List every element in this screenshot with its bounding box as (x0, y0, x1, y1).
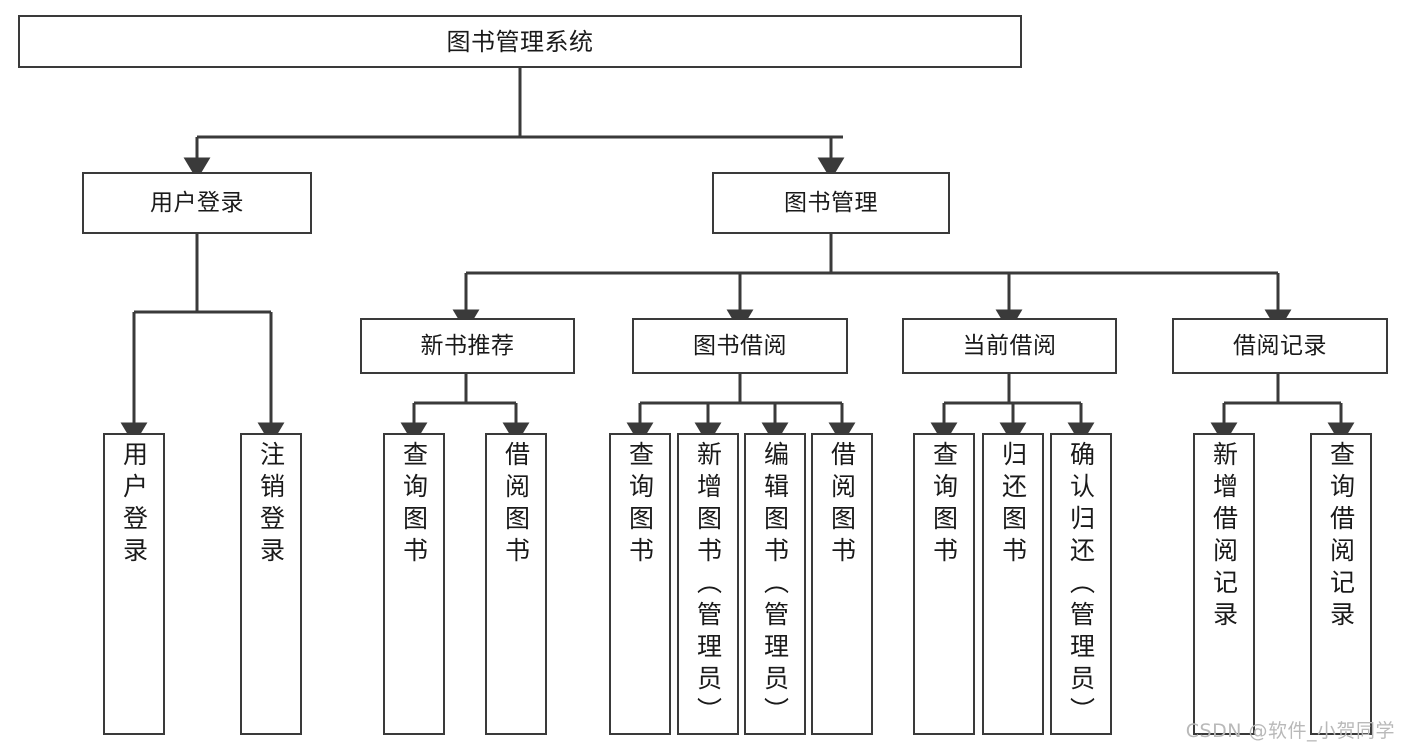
node-leaf-borrow-book-2-label: 借阅图书 (827, 441, 857, 569)
node-leaf-confirm-return[interactable]: 确认归还（管理员） (1050, 433, 1112, 735)
node-current-borrow[interactable]: 当前借阅 (902, 318, 1117, 374)
node-leaf-logout[interactable]: 注销登录 (240, 433, 302, 735)
node-leaf-query-record[interactable]: 查询借阅记录 (1310, 433, 1372, 735)
node-leaf-query-book-1[interactable]: 查询图书 (383, 433, 445, 735)
node-leaf-query-record-label: 查询借阅记录 (1326, 441, 1356, 633)
node-leaf-return-book-label: 归还图书 (998, 441, 1028, 569)
node-user-login-label: 用户登录 (150, 189, 244, 216)
node-leaf-borrow-book-1-label: 借阅图书 (501, 441, 531, 569)
node-leaf-query-book-1-label: 查询图书 (399, 441, 429, 569)
node-leaf-query-book-2-label: 查询图书 (625, 441, 655, 569)
node-book-management-label: 图书管理 (784, 189, 878, 216)
node-leaf-add-book-label: 新增图书（管理员） (693, 441, 723, 729)
node-book-borrow-label: 图书借阅 (693, 332, 787, 359)
node-new-book-recommend[interactable]: 新书推荐 (360, 318, 575, 374)
node-leaf-borrow-book-1[interactable]: 借阅图书 (485, 433, 547, 735)
node-root[interactable]: 图书管理系统 (18, 15, 1022, 68)
node-leaf-add-book[interactable]: 新增图书（管理员） (677, 433, 739, 735)
node-leaf-query-book-3[interactable]: 查询图书 (913, 433, 975, 735)
node-borrow-record-label: 借阅记录 (1233, 332, 1327, 359)
node-leaf-add-record-label: 新增借阅记录 (1209, 441, 1239, 633)
node-new-book-recommend-label: 新书推荐 (420, 332, 515, 359)
node-root-label: 图书管理系统 (446, 27, 594, 56)
node-leaf-edit-book[interactable]: 编辑图书（管理员） (744, 433, 806, 735)
node-leaf-confirm-return-label: 确认归还（管理员） (1066, 441, 1096, 729)
node-leaf-query-book-3-label: 查询图书 (929, 441, 959, 569)
watermark-text: CSDN @软件_小贺同学 (1185, 720, 1395, 742)
node-leaf-logout-label: 注销登录 (256, 441, 286, 569)
node-leaf-query-book-2[interactable]: 查询图书 (609, 433, 671, 735)
node-borrow-record[interactable]: 借阅记录 (1172, 318, 1388, 374)
node-leaf-edit-book-label: 编辑图书（管理员） (760, 441, 790, 729)
node-leaf-return-book[interactable]: 归还图书 (982, 433, 1044, 735)
node-leaf-user-login-label: 用户登录 (119, 441, 149, 569)
node-leaf-add-record[interactable]: 新增借阅记录 (1193, 433, 1255, 735)
node-current-borrow-label: 当前借阅 (962, 332, 1057, 359)
node-book-borrow[interactable]: 图书借阅 (632, 318, 848, 374)
node-book-management[interactable]: 图书管理 (712, 172, 950, 234)
node-leaf-borrow-book-2[interactable]: 借阅图书 (811, 433, 873, 735)
node-user-login[interactable]: 用户登录 (82, 172, 312, 234)
node-leaf-user-login[interactable]: 用户登录 (103, 433, 165, 735)
